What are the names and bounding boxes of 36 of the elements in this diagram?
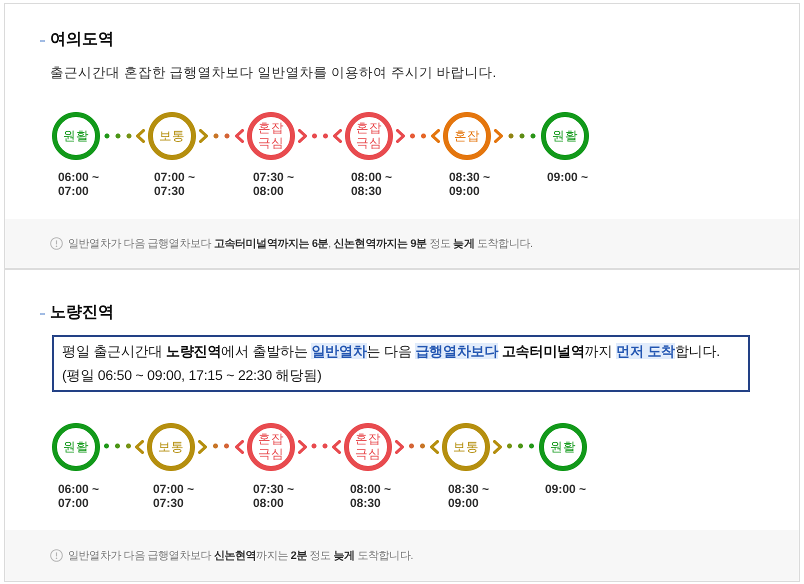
note-band bbox=[5, 219, 799, 268]
section-card bbox=[4, 269, 800, 582]
time-label: 08:30 ~ 09:00 bbox=[449, 170, 492, 198]
time-label: 07:00 ~ 07:30 bbox=[153, 482, 196, 510]
status-circle: 혼잡 극심 bbox=[345, 112, 393, 160]
status-circle: 혼잡 극심 bbox=[247, 112, 295, 160]
section-heading: 여의도역 bbox=[50, 30, 114, 50]
time-label: 07:30 ~ 08:00 bbox=[253, 482, 296, 510]
status-circle: 원활 bbox=[539, 423, 587, 471]
status-circle: 보통 bbox=[148, 112, 196, 160]
status-circle: 원활 bbox=[52, 112, 100, 160]
status-circle: 혼잡 극심 bbox=[344, 423, 392, 471]
time-label: 08:00 ~ 08:30 bbox=[350, 482, 392, 510]
status-circle: 보통 bbox=[147, 423, 195, 471]
time-label: 06:00 ~ 07:00 bbox=[58, 482, 100, 510]
time-label: 08:30 ~ 09:00 bbox=[448, 482, 490, 510]
notice-box bbox=[52, 335, 750, 392]
notice-text: 평일 출근시간대 노량진역에서 출발하는 일반열차는 다음 급행열차보다 고속터미널역까지 먼저 도착합니다. bbox=[62, 342, 721, 361]
time-label: 09:00 ~ bbox=[547, 170, 590, 184]
time-label: 09:00 ~ bbox=[545, 482, 588, 496]
status-circle: 원활 bbox=[541, 112, 589, 160]
note-band bbox=[5, 530, 799, 581]
time-label: 06:00 ~ 07:00 bbox=[58, 170, 100, 198]
time-label: 07:00 ~ 07:30 bbox=[154, 170, 196, 198]
section-heading: 노량진역 bbox=[50, 303, 114, 323]
status-circle: 보통 bbox=[442, 423, 490, 471]
status-circle: 혼잡 bbox=[443, 112, 491, 160]
note-text: 일반열차가 다음 급행열차보다 고속터미널역까지는 6분, 신논현역까지는 9분 정도 늦게 도착합니다. bbox=[68, 236, 533, 252]
section-description: 출근시간대 혼잡한 급행열차보다 일반열차를 이용하여 주시기 바랍니다. bbox=[50, 64, 496, 82]
notice-text: (평일 06:50 ~ 09:00, 17:15 ~ 22:30 해당됨) bbox=[62, 366, 323, 385]
status-circle: 혼잡 극심 bbox=[247, 423, 295, 471]
note-text: 일반열차가 다음 급행열차보다 신논현역까지는 2분 정도 늦게 도착합니다. bbox=[68, 548, 414, 564]
time-label: 07:30 ~ 08:00 bbox=[253, 170, 296, 198]
time-label: 08:00 ~ 08:30 bbox=[351, 170, 394, 198]
status-circle: 원활 bbox=[52, 423, 100, 471]
section-card bbox=[4, 3, 800, 269]
